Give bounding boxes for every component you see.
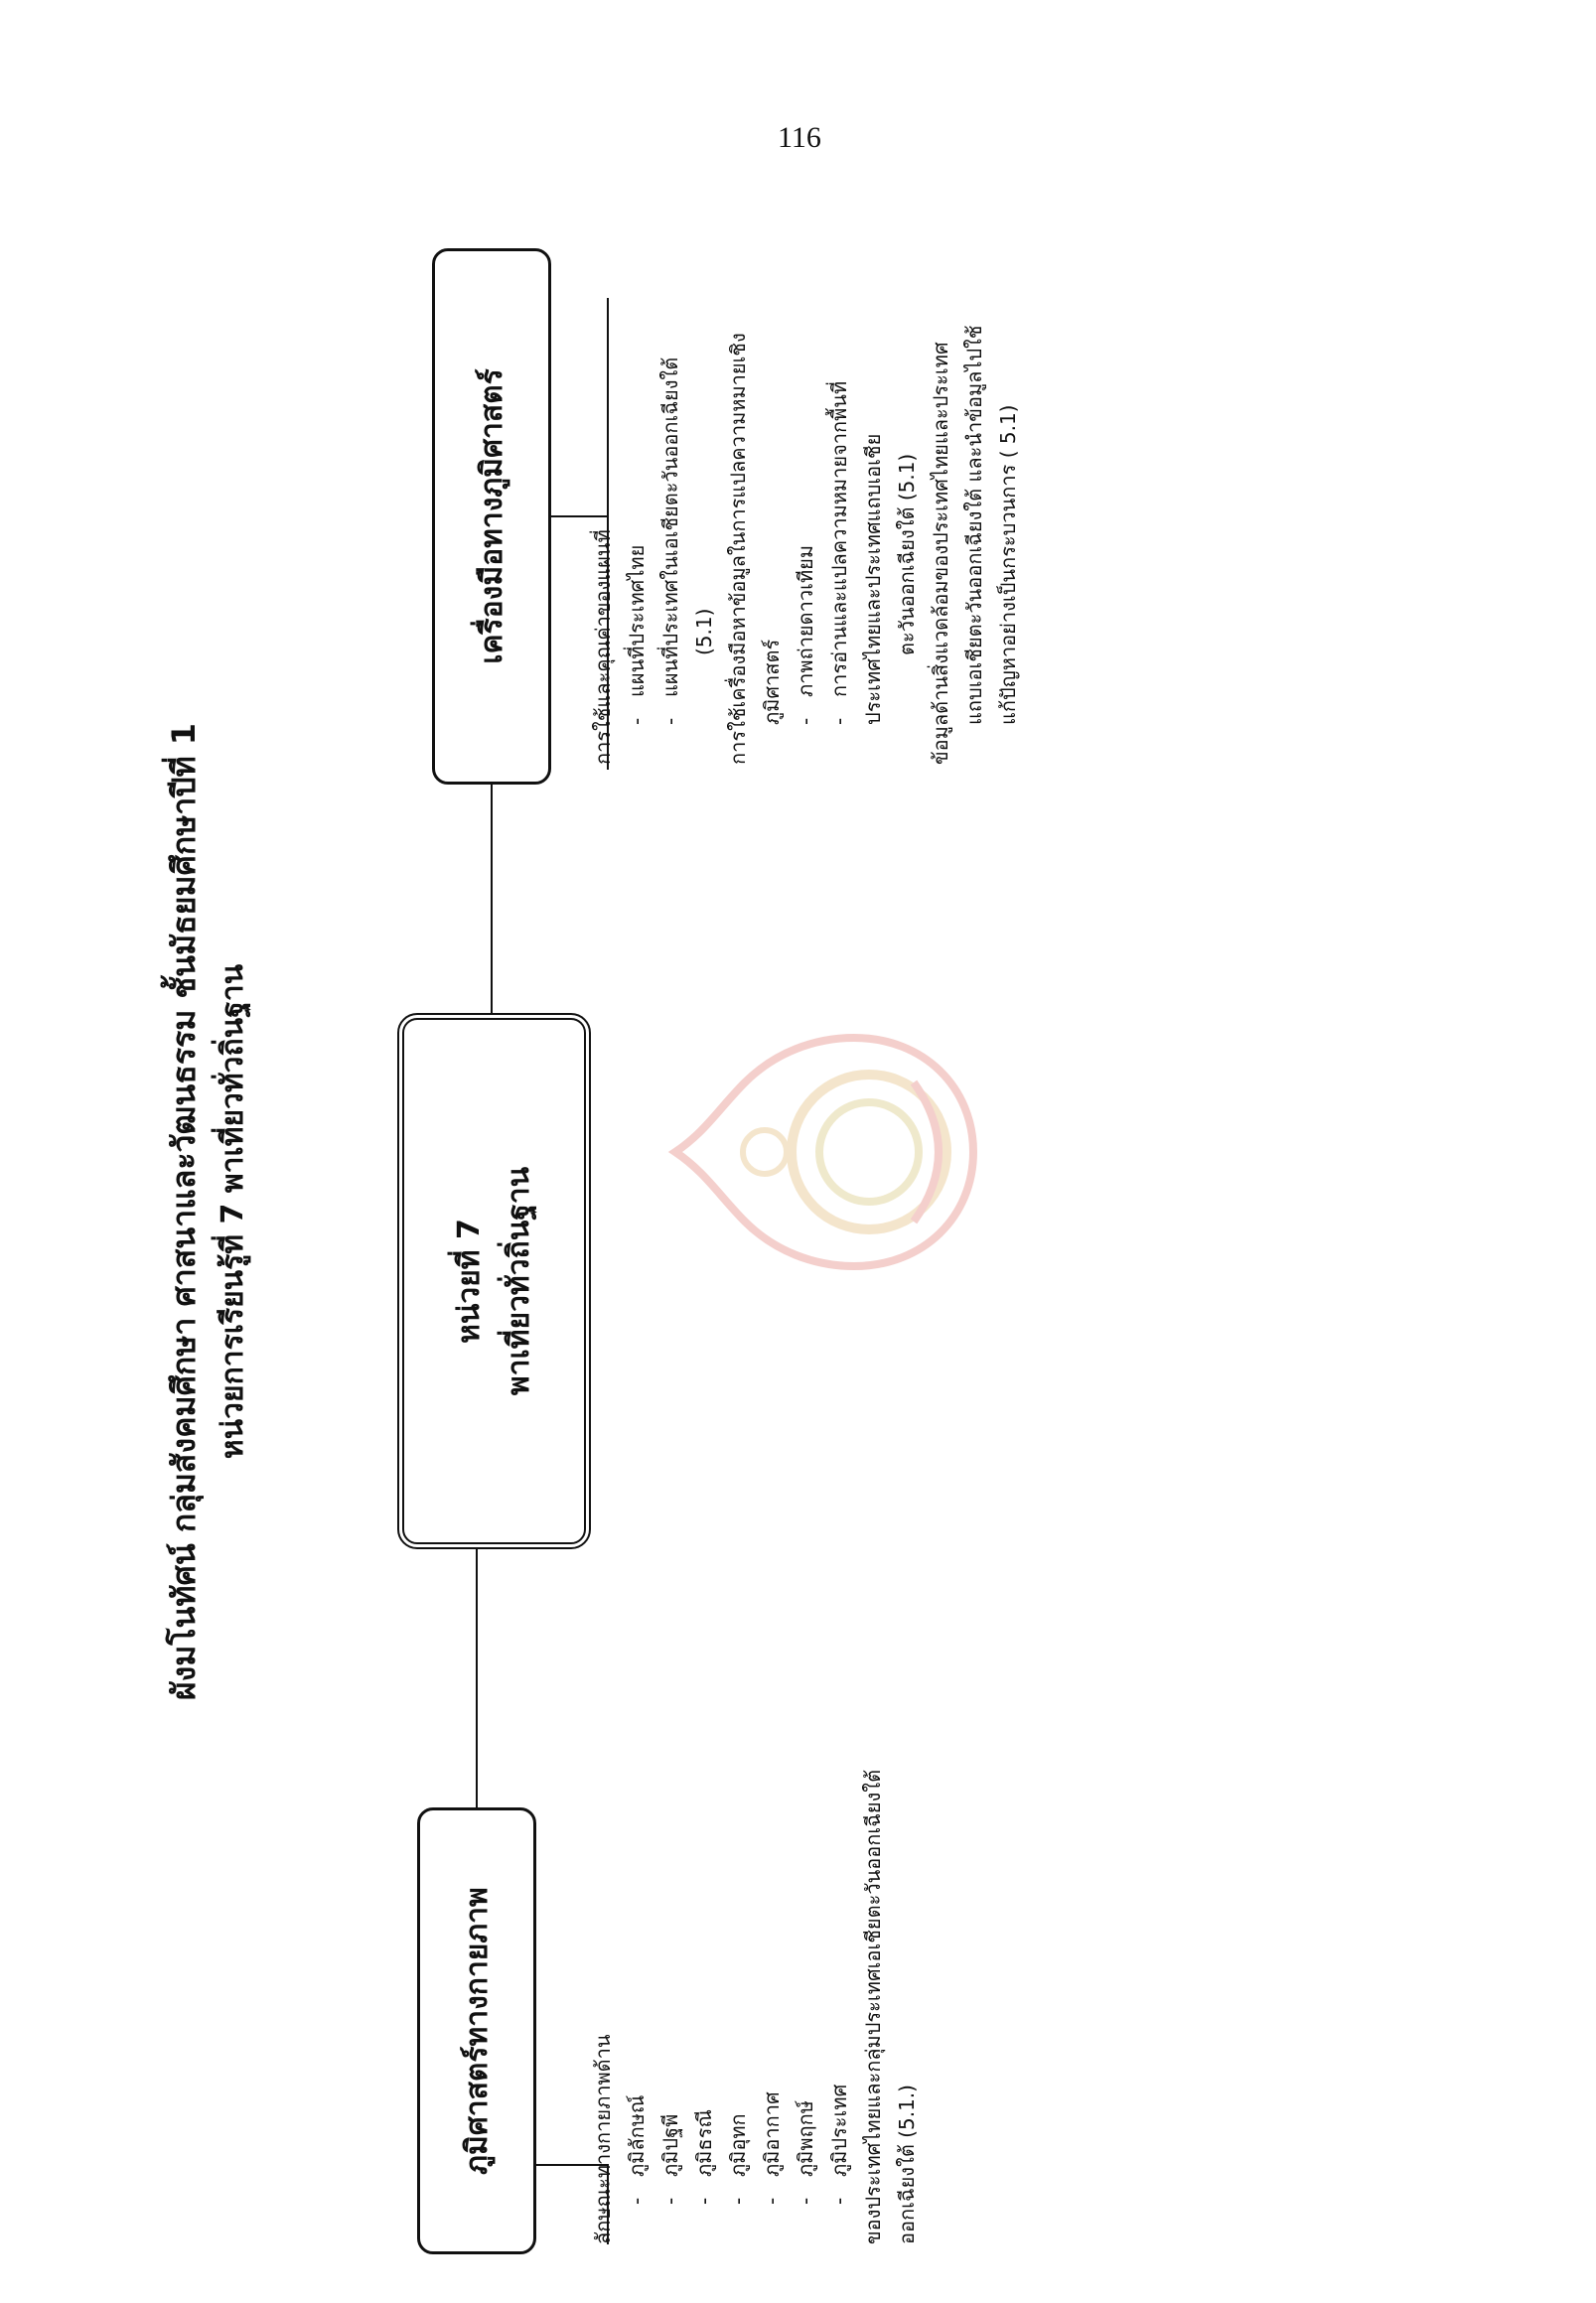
subtopic: ภูมิอากาศ xyxy=(755,1549,789,2244)
connector-lines xyxy=(476,298,609,2244)
geographic-tools-box: เครื่องมือทางภูมิศาสตร์ xyxy=(432,248,551,785)
title-line-2: หน่วยการเรียนรู้ที่ 7 พาเที่ยวทั่วถิ่นฐา… xyxy=(216,963,250,1460)
topic-continuation: ของประเทศไทยและกลุ่มประเทศเอเชียตะวันออก… xyxy=(861,1769,885,2244)
concept-map: ผังมโนทัศน์ กลุ่มสังคมศึกษา ศาสนาและวัฒน… xyxy=(119,248,1410,2284)
topic-continuation: ออกเฉียงใต้ (5.1.) xyxy=(895,2085,919,2244)
topic-continuation: ประเทศไทยและประเทศแถบเอเชีย xyxy=(861,433,885,725)
topic-standard-ref: ตะวันออกเฉียงใต้ (5.1) xyxy=(895,453,919,655)
geographic-tools-label: เครื่องมือทางภูมิศาสตร์ xyxy=(474,368,509,664)
topic-continuation: แถบเอเชียตะวันออกเฉียงใต้ และนำข้อมูลไปใ… xyxy=(962,325,986,726)
geographic-tools-topics: การใช้และคุณค่าของแผนที่ แผนที่ประเทศไทย… xyxy=(586,0,1025,766)
subtopic: ภูมิอุทก xyxy=(721,1549,755,2244)
subtopic: ภูมิธรณี xyxy=(687,1549,721,2244)
title-line-1: ผังมโนทัศน์ กลุ่มสังคมศึกษา ศาสนาและวัฒน… xyxy=(165,722,203,1701)
unit-box: หน่วยที่ 7 พาเที่ยวทั่วถิ่นฐาน xyxy=(397,1013,591,1549)
topic-continuation: แก้ปัญหาอย่างเป็นกระบวนการ ( 5.1) xyxy=(996,404,1020,725)
topic-physical-features: ลักษณะทางกายภาพด้าน xyxy=(591,2034,615,2244)
subtopic: ภูมิประเทศ xyxy=(822,1549,856,2244)
physical-geography-box: ภูมิศาสตร์ทางกายภาพ xyxy=(417,1807,536,2254)
subtopic: การอ่านและแปลความหมายจากพื้นที่ xyxy=(822,0,856,765)
physical-geography-topics: ลักษณะทางกายภาพด้าน ภูมิลักษณ์ ภูมิปฐพี … xyxy=(586,1549,924,2244)
physical-geography-label: ภูมิศาสตร์ทางกายภาพ xyxy=(459,1887,495,2175)
topic-environment: ข้อมูลด้านสิ่งแวดล้อมของประเทศไทยและประเ… xyxy=(929,342,952,765)
diagram-title: ผังมโนทัศน์ กลุ่มสังคมศึกษา ศาสนาและวัฒน… xyxy=(159,497,258,1927)
topic-map-usage: การใช้และคุณค่าของแผนที่ xyxy=(591,529,615,765)
topic-standard-ref: (5.1) xyxy=(692,608,716,655)
unit-title: พาเที่ยวทั่วถิ่นฐาน xyxy=(501,1166,536,1396)
watermark-emblem-icon xyxy=(667,1033,978,1271)
subtopic: ภูมิพฤกษ์ xyxy=(789,1549,822,2244)
subtopic: แผนที่ประเทศไทย xyxy=(620,0,653,765)
subtopic: ภาพถ่ายดาวเทียม xyxy=(789,0,822,765)
subtopic: แผนที่ประเทศในเอเชียตะวันออกเฉียงใต้ xyxy=(653,0,687,765)
subtopic: ภูมิลักษณ์ xyxy=(620,1549,653,2244)
unit-number: หน่วยที่ 7 xyxy=(451,1219,487,1344)
subtopic: ภูมิปฐพี xyxy=(653,1549,687,2244)
topic-data-tools: การใช้เครื่องมือหาข้อมูลในการแปลความหมาย… xyxy=(726,333,750,765)
connector-left-topics xyxy=(536,2164,609,2244)
topic-continuation: ภูมิศาสตร์ xyxy=(760,639,784,725)
